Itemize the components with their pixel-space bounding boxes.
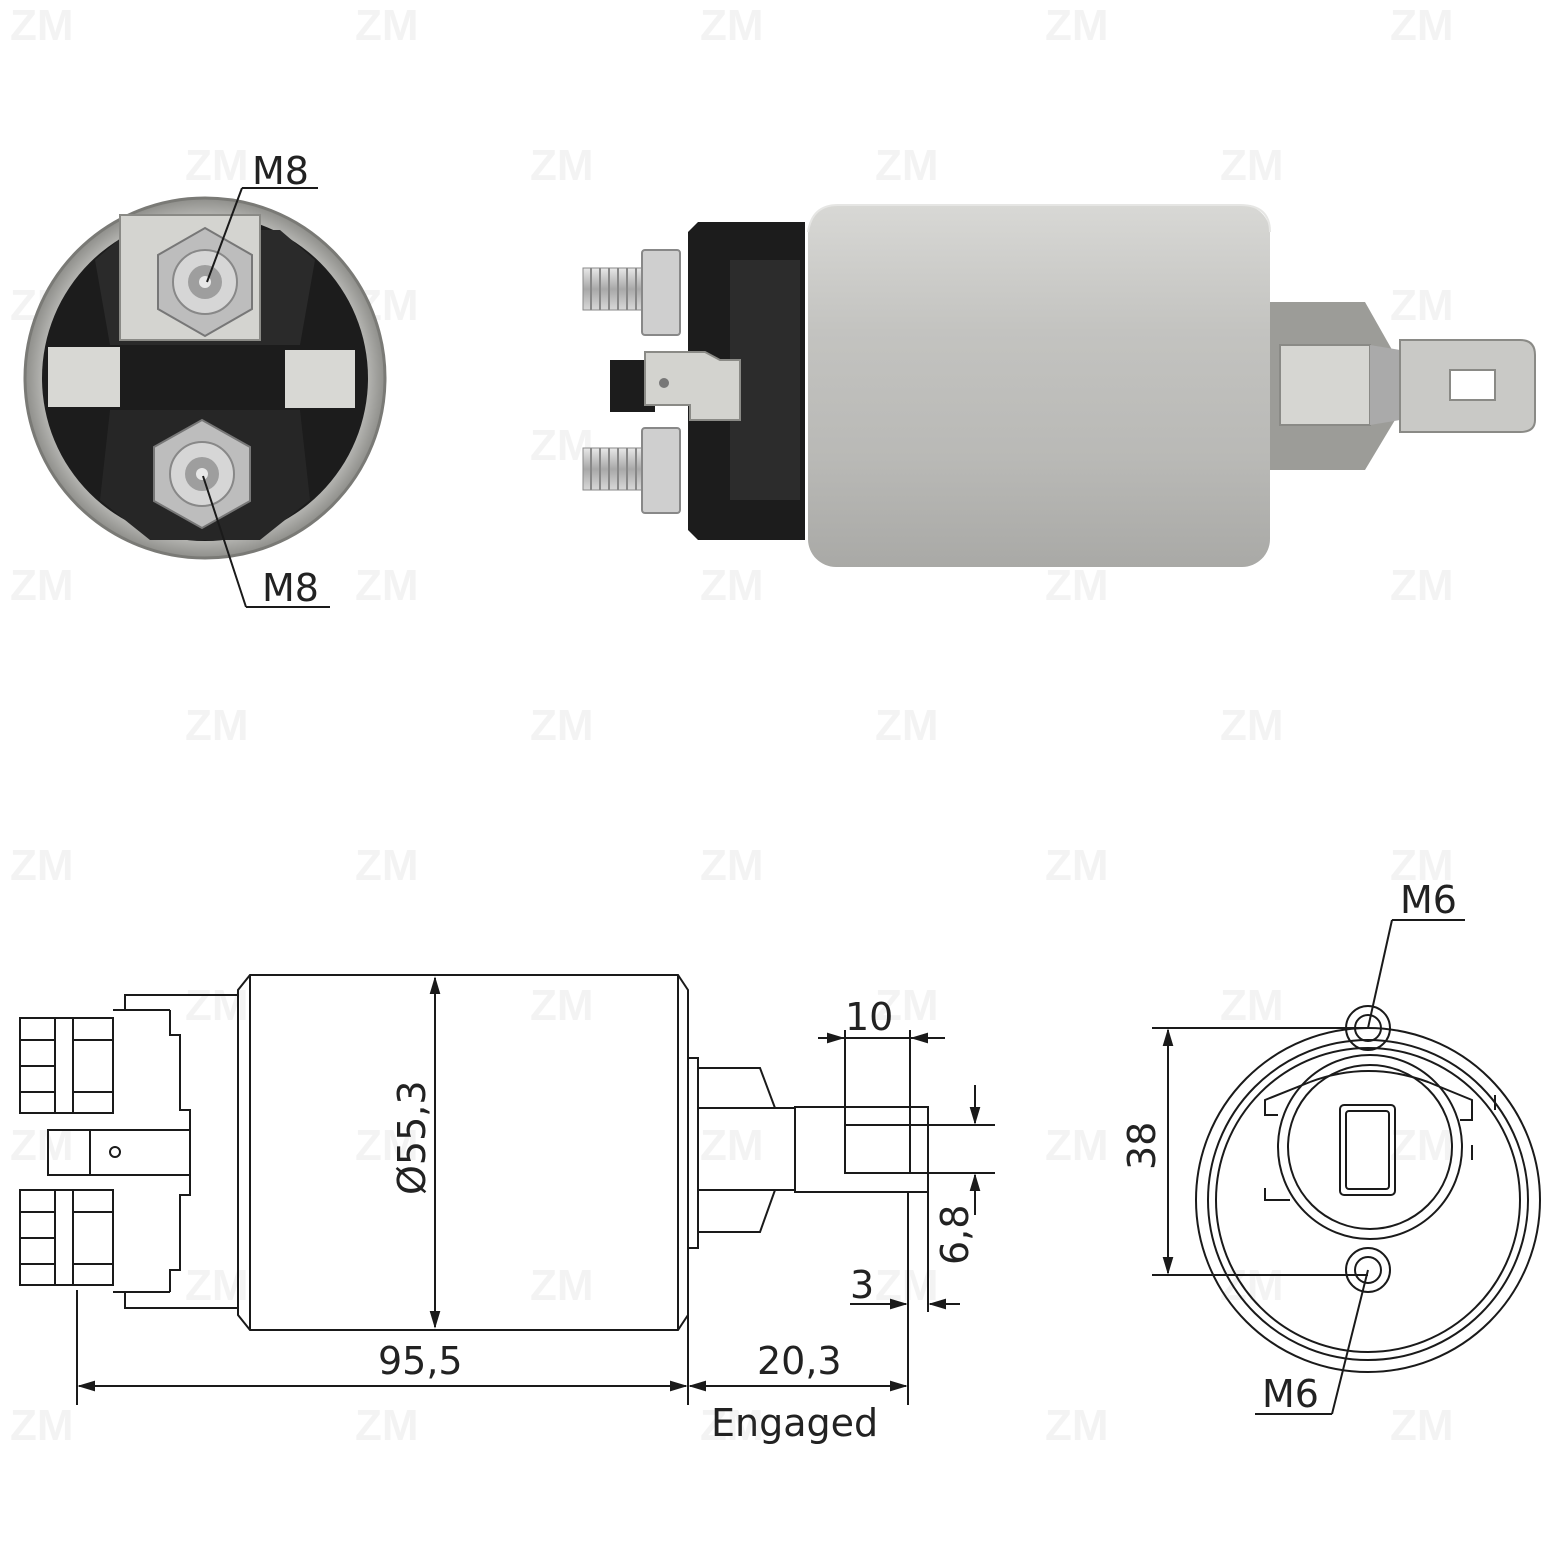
solenoid-can [808,205,1270,567]
watermark-mark: ZM [1220,141,1284,190]
watermark-mark: ZM [355,561,419,610]
photo-side-view [582,204,1536,567]
watermark-mark: ZM [1220,981,1284,1030]
watermark-mark: ZM [875,1261,939,1310]
watermark-mark: ZM [10,1401,74,1450]
watermark-mark: ZM [1390,1401,1454,1450]
watermark-mark: ZM [530,141,594,190]
watermark-mark: ZM [1045,1401,1109,1450]
diameter-label: Ø55,3 [390,1080,434,1195]
watermark-mark: ZM [700,1121,764,1170]
watermark-mark: ZM [530,1261,594,1310]
end-line-drawing [1195,1005,1541,1373]
watermark-mark: ZM [10,1,74,50]
total-length-label: 95,5 [378,1339,463,1383]
watermark-mark: ZM [10,841,74,890]
watermark-mark: ZM [1390,281,1454,330]
lower-bolt [582,427,681,514]
watermark-mark: ZM [185,701,249,750]
spade-terminal [644,351,741,421]
end-dimension-labels: 38 M6 M6 [1120,878,1457,1416]
watermark-mark: ZM [355,1,419,50]
watermark-mark: ZM [1045,1121,1109,1170]
watermark-mark: ZM [1390,561,1454,610]
top-stud-label: M8 [252,149,309,193]
photo-end-view: M8 M8 [23,149,387,610]
watermark-grid: ZM ZM ZM ZM ZM ZM ZM ZM ZM ZM ZM ZM ZM ZM ZM ZM ZM ZM ZM ZM… [10,1,1454,1450]
watermark-mark: ZM [355,1401,419,1450]
watermark-mark: ZM [875,141,939,190]
watermark-mark: ZM [185,141,249,190]
watermark-mark: ZM [700,1,764,50]
watermark-mark: ZM [530,981,594,1030]
watermark-mark: ZM [700,561,764,610]
side-dimension-labels: Ø55,3 95,5 20,3 Engaged 10 6,8 3 [378,995,977,1445]
plunger-travel-label: 20,3 [757,1339,842,1383]
watermark-mark: ZM [1390,1121,1454,1170]
watermark-mark: ZM [1045,841,1109,890]
bottom-hole-thread-label: M6 [1262,1372,1319,1416]
watermark-mark: ZM [355,841,419,890]
side-line-drawing [19,974,929,1331]
watermark-mark: ZM [10,1121,74,1170]
engaged-label: Engaged [711,1401,878,1445]
top-stud [157,226,253,338]
watermark-mark: ZM [10,561,74,610]
watermark-mark: ZM [1045,561,1109,610]
right-terminal-plate [285,350,355,408]
watermark-mark: ZM [700,841,764,890]
hole-dim-label: 6,8 [933,1205,977,1265]
watermark-mark: ZM [1045,1,1109,50]
watermark-mark: ZM [530,701,594,750]
hole-spacing-label: 38 [1120,1122,1164,1170]
tab-width-label: 10 [845,995,893,1039]
watermark-mark: ZM [1220,701,1284,750]
watermark-mark: ZM [875,701,939,750]
watermark-mark: ZM [875,981,939,1030]
upper-bolt [582,249,681,336]
bottom-stud-label: M8 [262,566,319,610]
tab-offset-label: 3 [850,1263,874,1307]
top-hole-thread-label: M6 [1400,878,1457,922]
watermark-mark: ZM [185,1261,249,1310]
watermark-mark: ZM [1390,841,1454,890]
bottom-stud [153,418,251,530]
left-terminal-plate [48,347,120,407]
watermark-mark: ZM [1390,1,1454,50]
watermark-mark: ZM [355,1121,419,1170]
end-dimensions [1152,919,1465,1415]
side-dimensions [76,976,995,1405]
watermark-mark: ZM [700,1401,764,1450]
